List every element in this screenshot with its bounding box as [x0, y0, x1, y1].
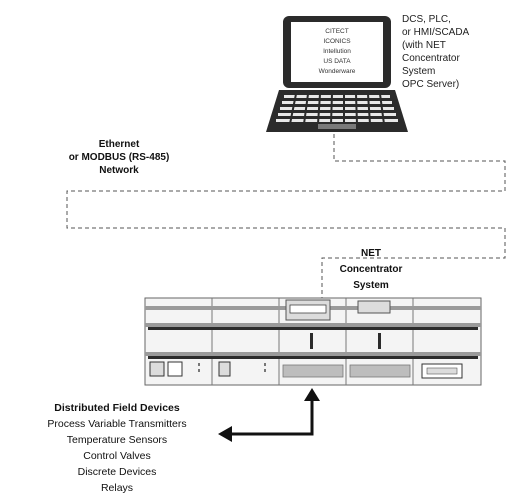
arrow-up-icon [304, 388, 320, 401]
host-label-line: System [402, 66, 435, 77]
rack-module [167, 361, 183, 377]
laptop-icon [266, 16, 408, 132]
screen-line: ICONICS [323, 38, 351, 45]
field-device-item: Temperature Sensors [67, 434, 167, 446]
field-devices: Distributed Field Devices Process Variab… [47, 402, 186, 494]
concentrator-label-line: NET [361, 248, 381, 259]
arrow-left-icon [218, 426, 232, 442]
network-label-line: Network [99, 165, 139, 176]
field-devices-title: Distributed Field Devices [54, 402, 180, 414]
screen-line: US DATA [323, 58, 351, 65]
concentrator-label: NET Concentrator System [340, 248, 403, 291]
concentrator-label-line: Concentrator [340, 264, 403, 275]
concentrator-label-line: System [353, 280, 389, 291]
screen-line: CITECT [325, 28, 349, 35]
rack-module [218, 361, 231, 377]
host-label: DCS, PLC, or HMI/SCADA (with NET Concent… [402, 14, 470, 90]
screen-line: Wonderware [319, 68, 356, 75]
concentrator-rack [144, 297, 482, 386]
field-device-item: Discrete Devices [78, 466, 157, 478]
field-device-item: Process Variable Transmitters [47, 418, 186, 430]
network-cable [66, 134, 506, 298]
keyboard-keys [276, 95, 398, 122]
host-label-line: or HMI/SCADA [402, 27, 470, 38]
field-device-item: Control Valves [83, 450, 151, 462]
network-label: Ethernet or MODBUS (RS-485) Network [69, 139, 170, 176]
screen-line: Intellution [323, 48, 351, 55]
trackpad [318, 124, 356, 129]
network-label-line: or MODBUS (RS-485) [69, 152, 170, 163]
field-device-item: Relays [101, 482, 133, 494]
laptop-screen [291, 22, 383, 82]
field-connection [218, 388, 320, 442]
host-label-line: Concentrator [402, 53, 460, 64]
network-label-line: Ethernet [99, 139, 140, 150]
rack-module [357, 300, 391, 314]
host-label-line: DCS, PLC, [402, 14, 451, 25]
host-label-line: (with NET [402, 40, 446, 51]
host-label-line: OPC Server) [402, 79, 459, 90]
rack-module [149, 361, 165, 377]
